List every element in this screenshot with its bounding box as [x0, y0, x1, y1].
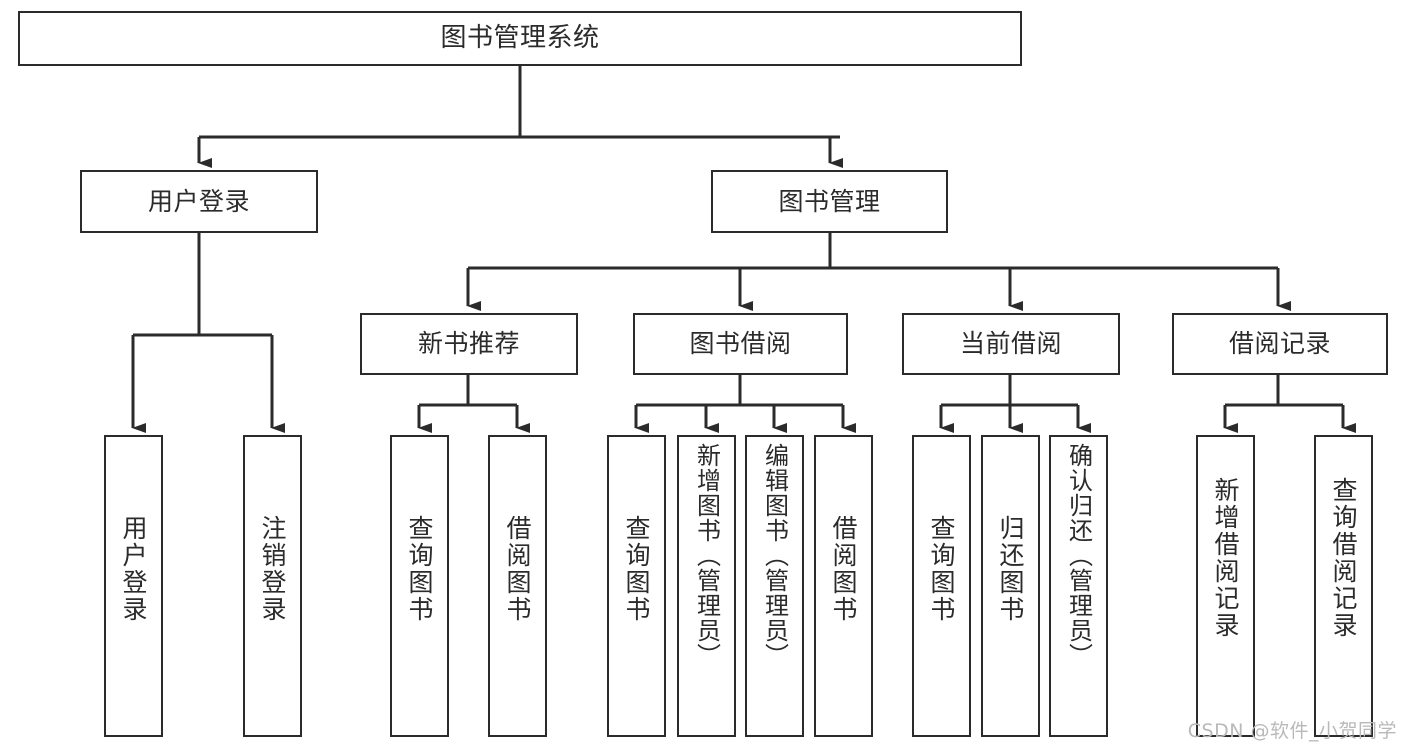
node-leaf-user-logout[interactable]: 注销登录	[243, 435, 302, 737]
node-book-admin[interactable]: 图书管理	[711, 170, 948, 233]
node-label: 查询图书	[622, 515, 651, 623]
node-leaf-return-book[interactable]: 归还图书	[981, 435, 1040, 737]
node-label: 查询借阅记录	[1329, 477, 1358, 639]
node-leaf-edit-book[interactable]: 编辑图书（管理员）	[745, 435, 804, 737]
node-label: 查询图书	[927, 515, 956, 623]
node-label: 用户登录	[119, 515, 148, 623]
node-leaf-user-login[interactable]: 用户登录	[104, 435, 163, 737]
node-label: 新书推荐	[417, 329, 520, 359]
node-label: 借阅记录	[1228, 329, 1331, 359]
node-label: 查询图书	[405, 515, 434, 623]
node-current-borrow[interactable]: 当前借阅	[902, 313, 1120, 375]
node-leaf-borrow-book-1[interactable]: 借阅图书	[488, 435, 547, 737]
watermark-text: CSDN @软件_小贺同学	[1187, 720, 1397, 742]
node-leaf-query-book-1[interactable]: 查询图书	[390, 435, 449, 737]
node-label: 借阅图书	[503, 515, 532, 623]
node-root-system[interactable]: 图书管理系统	[18, 11, 1022, 66]
node-label: 当前借阅	[959, 329, 1062, 359]
node-label: 图书管理系统	[440, 23, 600, 54]
node-user-login[interactable]: 用户登录	[80, 170, 318, 233]
node-borrow-record[interactable]: 借阅记录	[1172, 313, 1388, 375]
node-label: 新增借阅记录	[1211, 477, 1240, 639]
node-leaf-confirm-return[interactable]: 确认归还（管理员）	[1049, 435, 1108, 737]
node-new-book-rec[interactable]: 新书推荐	[360, 313, 578, 375]
node-book-borrow[interactable]: 图书借阅	[633, 313, 848, 375]
node-label: 借阅图书	[829, 515, 858, 623]
node-label: 新增图书（管理员）	[692, 443, 721, 668]
node-leaf-add-record[interactable]: 新增借阅记录	[1196, 435, 1255, 737]
node-leaf-query-book-2[interactable]: 查询图书	[607, 435, 666, 737]
node-leaf-query-book-3[interactable]: 查询图书	[912, 435, 971, 737]
node-leaf-add-book[interactable]: 新增图书（管理员）	[677, 435, 736, 737]
node-label: 注销登录	[258, 515, 287, 623]
node-leaf-borrow-book-2[interactable]: 借阅图书	[814, 435, 873, 737]
node-leaf-query-record[interactable]: 查询借阅记录	[1314, 435, 1373, 737]
node-label: 图书借阅	[689, 329, 792, 359]
node-label: 确认归还（管理员）	[1064, 443, 1093, 668]
node-label: 用户登录	[147, 186, 250, 216]
node-label: 归还图书	[996, 515, 1025, 623]
node-label: 编辑图书（管理员）	[760, 443, 789, 668]
node-label: 图书管理	[778, 186, 881, 216]
